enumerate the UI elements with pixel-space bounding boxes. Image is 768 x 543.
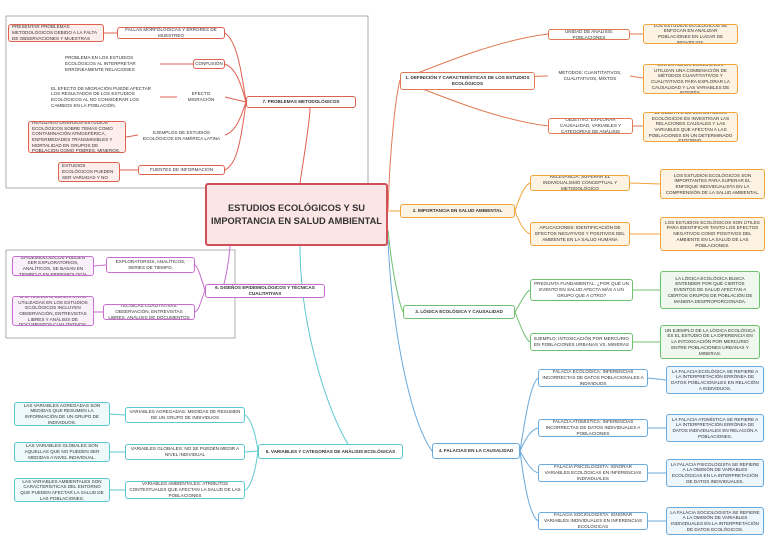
branch-1-detail-a[interactable]: LOS ESTUDIOS ECOLÓGICOS SE ENFOCAN EN AN… [643, 24, 738, 44]
branch-6-detail-a[interactable]: LOS ESTUDIOS EPIDEMIOLÓGICOS PUEDEN SER … [12, 256, 94, 276]
branch-5-detail-b[interactable]: LAS VARIABLES GLOBALES SON AQUELLAS QUE … [14, 442, 110, 462]
branch-7-node-e[interactable]: FALLAS MORFOLÓGICAS Y ERRORES DE MUESTRE… [117, 27, 225, 39]
branch-4-detail-c[interactable]: LA FALACIA PSICOLOGISTA SE REFIERE A LA … [666, 459, 764, 487]
branch-7-detail-a[interactable]: LAS FUENTES DE INFORMACIÓN EN ESTUDIOS E… [58, 162, 120, 182]
branch-5-detail-c[interactable]: LAS VARIABLES AMBIENTALES SON CARACTERÍS… [14, 478, 110, 502]
branch-7-node-a[interactable]: FUENTES DE INFORMACIÓN [138, 165, 225, 175]
branch-2-detail-a[interactable]: LOS ESTUDIOS ECOLÓGICOS SON IMPORTANTES … [660, 169, 765, 199]
branch-4-node-b[interactable]: FALACIA ATOMÍSTICA: INFERENCIAS INCORREC… [538, 419, 648, 437]
branch-1-node-b[interactable]: MÉTODOS: CUANTITATIVOS, CUALITATIVOS, MI… [558, 70, 622, 81]
branch-1-detail-b[interactable]: LOS ESTUDIOS ECOLÓGICOS UTILIZAN UNA COM… [643, 64, 738, 94]
branch-3-node-a[interactable]: PREGUNTA FUNDAMENTAL: ¿POR QUÉ UN EVENTO… [530, 279, 633, 301]
branch-7-detail-b[interactable]: EN AMÉRICA LATINA SE HAN REALIZADO DIVER… [28, 121, 126, 153]
branch-6-detail-b[interactable]: LAS TÉCNICAS CUALITATIVAS UTILIZADAS EN … [12, 296, 94, 326]
branch-4-node-c[interactable]: FALACIA PSICOLOGISTA: IGNORAR VARIABLES … [538, 464, 648, 482]
branch-7-detail-d[interactable]: LA CONFUSIÓN PUEDE SER UN PROBLEMA EN LO… [65, 55, 136, 73]
central-topic[interactable]: ESTUDIOS ECOLÓGICOS Y SU IMPORTANCIA EN … [205, 183, 388, 246]
branch-4-node-a[interactable]: FALACIA ECOLÓGICA: INFERENCIAS INCORRECT… [538, 369, 648, 387]
branch-6-title[interactable]: 6. DISEÑOS EPIDEMIOLÓGICOS Y TÉCNICAS CU… [205, 284, 325, 298]
branch-5-detail-a[interactable]: LAS VARIABLES AGREGADAS SON MEDIDAS QUE … [14, 402, 110, 426]
branch-2-title[interactable]: 2. IMPORTANCIA EN SALUD AMBIENTAL [400, 204, 515, 218]
branch-6-node-a[interactable]: ESTUDIOS EPIDEMIOLÓGICOS: EXPLORATORIOS,… [106, 257, 195, 273]
branch-7-node-c[interactable]: EFECTO MIGRACIÓN [187, 92, 215, 102]
branch-7-detail-c[interactable]: EL EFECTO DE MIGRACIÓN PUEDE AFECTAR LOS… [51, 86, 151, 108]
branch-5-node-c[interactable]: VARIABLES AMBIENTALES: ATRIBUTOS CONTEXT… [125, 481, 245, 499]
branch-3-title[interactable]: 3. LÓGICA ECOLÓGICA Y CAUSALIDAD [403, 305, 515, 319]
branch-1-node-c[interactable]: OBJETIVO: EXPLORAR CAUSALIDAD, VARIABLES… [548, 118, 633, 134]
branch-7-node-b[interactable]: EJEMPLOS DE ESTUDIOS ECOLÓGICOS EN AMÉRI… [142, 130, 221, 141]
branch-1-node-a[interactable]: UNIDAD DE ANÁLISIS: POBLACIONES [548, 29, 630, 40]
branch-3-node-b[interactable]: EJEMPLO: INTOXICACIÓN POR MERCURIO EN PO… [530, 333, 633, 351]
branch-1-detail-c[interactable]: EL OBJETIVO DE LOS ESTUDIOS ECOLÓGICOS E… [643, 112, 738, 142]
branch-7-node-d[interactable]: CONFUSIÓN [193, 59, 225, 69]
branch-5-node-b[interactable]: VARIABLES GLOBALES: NO SE PUEDEN MEDIR A… [125, 444, 245, 460]
branch-7-detail-e[interactable]: LOS ESTUDIOS ECOLÓGICOS PUEDEN PRESENTAR… [8, 24, 104, 42]
branch-7-title[interactable]: 7. PROBLEMAS METODOLÓGICOS [246, 96, 356, 108]
branch-4-detail-b[interactable]: LA FALACIA ATOMÍSTICA SE REFIERE A LA IN… [666, 414, 764, 442]
branch-1-title[interactable]: 1. DEFINICIÓN Y CARACTERÍSTICAS DE LOS E… [400, 72, 535, 90]
branch-4-title[interactable]: 4. FALACIAS EN LA CAUSALIDAD [432, 443, 520, 459]
branch-6-node-b[interactable]: TÉCNICAS CUALITATIVAS: OBSERVACIÓN, ENTR… [103, 304, 195, 320]
branch-2-node-a[interactable]: RELEVANCIA: SUPERAR EL INDIVIDUALISMO CO… [530, 175, 630, 191]
branch-4-detail-a[interactable]: LA FALACIA ECOLÓGICA SE REFIERE A LA INT… [666, 366, 764, 394]
branch-5-node-a[interactable]: VARIABLES AGREGADAS: MEDIDAS DE RESUMEN … [125, 407, 245, 423]
branch-2-node-b[interactable]: APLICACIONES: IDENTIFICACIÓN DE EFECTOS … [530, 222, 630, 246]
branch-3-detail-a[interactable]: LA LÓGICA ECOLÓGICA BUSCA ENTENDER POR Q… [660, 271, 760, 309]
branch-4-node-d[interactable]: FALACIA SOCIOLOGISTA: IGNORAR VARIABLES … [538, 512, 648, 530]
branch-3-detail-b[interactable]: UN EJEMPLO DE LA LÓGICA ECOLÓGICA ES EL … [660, 325, 760, 359]
branch-2-detail-b[interactable]: LOS ESTUDIOS ECOLÓGICOS SON ÚTILES PARA … [660, 217, 765, 251]
branch-4-detail-d[interactable]: LA FALACIA SOCIOLOGISTA SE REFIERE A LA … [666, 507, 764, 535]
branch-5-title[interactable]: 5. VARIABLES Y CATEGORÍAS DE ANÁLISIS EC… [258, 444, 403, 459]
